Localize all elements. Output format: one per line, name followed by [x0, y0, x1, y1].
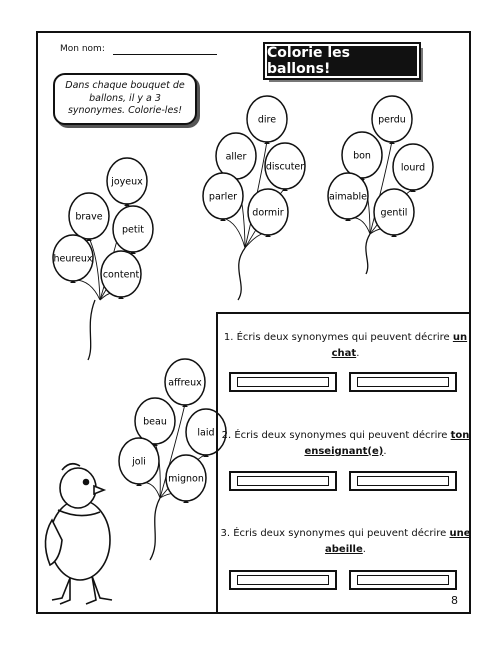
balloon-string	[347, 217, 371, 235]
balloon-string	[72, 279, 101, 301]
balloon-knot	[118, 296, 124, 299]
balloon-string	[244, 232, 269, 249]
question-1-subject: un chat	[331, 332, 468, 359]
balloon-word: affreux	[168, 378, 202, 389]
balloon-word: lourd	[401, 163, 425, 174]
bouquet-1: joyeux brave petit heureux content	[52, 157, 154, 361]
name-input-line[interactable]	[113, 54, 217, 55]
question-2-number: 2.	[221, 430, 232, 441]
bouquet-ribbon	[149, 497, 161, 561]
questions-panel: 1. Écris deux synonymes qui peuvent décr…	[216, 312, 471, 614]
name-label: Mon nom:	[60, 44, 105, 54]
balloon-knot	[282, 188, 288, 191]
balloon-knot	[265, 234, 271, 237]
balloon-knot	[389, 141, 395, 144]
balloon-gentil[interactable]: gentil	[373, 188, 415, 237]
question-3: 3. Écris deux synonymes qui peuvent décr…	[218, 526, 473, 557]
balloon-dire[interactable]: dire	[246, 95, 288, 144]
balloon-string	[88, 237, 101, 301]
balloon-lourd[interactable]: lourd	[392, 143, 434, 192]
balloon-string	[159, 403, 186, 499]
balloon-discuter[interactable]: discuter	[264, 142, 306, 191]
balloon-word: parler	[209, 192, 237, 203]
question-3-answer-2[interactable]	[349, 570, 457, 590]
balloon-brave[interactable]: brave	[68, 192, 110, 241]
question-3-number: 3.	[220, 528, 231, 539]
balloon-petit[interactable]: petit	[112, 205, 154, 254]
balloon-word: heureux	[53, 254, 92, 265]
balloon-knot	[86, 238, 92, 241]
balloon-word: laid	[197, 428, 214, 439]
balloon-knot	[182, 404, 188, 407]
question-1-number: 1.	[223, 332, 234, 343]
balloon-string	[222, 217, 246, 249]
question-1-answer-1[interactable]	[229, 372, 337, 392]
balloon-string	[244, 140, 268, 249]
balloon-string	[369, 140, 393, 235]
bird-illustration	[44, 462, 113, 605]
balloon-word: beau	[143, 417, 167, 428]
balloon-knot	[345, 218, 351, 221]
bouquet-2: dire aller discuter parler dormir	[202, 95, 306, 301]
question-1-answer-2[interactable]	[349, 372, 457, 392]
balloon-heureux[interactable]: heureux	[52, 234, 94, 283]
balloon-knot	[124, 203, 130, 206]
balloon-word: gentil	[381, 208, 408, 219]
balloon-joli[interactable]: joli	[118, 437, 160, 486]
question-2: 2. Écris deux synonymes qui peuvent décr…	[218, 428, 473, 459]
balloon-knot	[264, 141, 270, 144]
balloon-knot	[70, 280, 76, 283]
balloon-word: content	[103, 270, 140, 281]
balloon-knot	[391, 234, 397, 237]
balloon-knot	[203, 454, 209, 457]
balloon-word: mignon	[168, 474, 204, 485]
balloon-dormir[interactable]: dormir	[247, 188, 289, 237]
balloon-knot	[410, 189, 416, 192]
balloon-bon[interactable]: bon	[341, 131, 383, 180]
question-1: 1. Écris deux synonymes qui peuvent décr…	[218, 330, 473, 361]
balloon-string	[138, 482, 161, 499]
question-2-subject: ton enseignant(e)	[304, 430, 470, 457]
bouquet-ribbon	[87, 299, 96, 361]
balloon-word: brave	[75, 212, 102, 223]
balloon-parler[interactable]: parler	[202, 172, 244, 221]
question-3-subject: une abeille	[325, 528, 471, 555]
balloon-word: joli	[131, 457, 146, 468]
balloon-content[interactable]: content	[100, 250, 142, 299]
balloon-aimable[interactable]: aimable	[327, 172, 369, 221]
page-number: 8	[451, 594, 458, 607]
worksheet-border	[36, 31, 471, 614]
question-1-text: Écris deux synonymes qui peuvent décrire…	[236, 332, 468, 359]
balloon-knot	[220, 218, 226, 221]
balloon-perdu[interactable]: perdu	[371, 95, 413, 144]
question-2-answer-1[interactable]	[229, 471, 337, 491]
balloon-word: joyeux	[110, 177, 143, 188]
balloon-word: dormir	[252, 208, 283, 219]
bouquet-4: affreux beau laid joli mignon	[118, 358, 227, 561]
balloon-knot	[183, 500, 189, 503]
page-title: Colorie les ballons!	[263, 42, 421, 80]
balloon-affreux[interactable]: affreux	[164, 358, 206, 407]
balloon-word: perdu	[378, 115, 406, 126]
balloon-knot	[130, 251, 136, 254]
balloon-word: petit	[122, 225, 144, 236]
balloon-word: aimable	[329, 192, 367, 203]
balloon-word: bon	[353, 151, 371, 162]
bouquet-ribbon	[237, 247, 246, 301]
balloon-joyeux[interactable]: joyeux	[106, 157, 148, 206]
balloon-word: discuter	[266, 162, 304, 173]
question-3-answer-1[interactable]	[229, 570, 337, 590]
question-2-text: Écris deux synonymes qui peuvent décrire…	[234, 430, 470, 457]
balloon-mignon[interactable]: mignon	[165, 454, 207, 503]
balloon-word: dire	[258, 115, 276, 126]
bouquet-3: perdu bon lourd aimable gentil	[327, 95, 434, 275]
balloon-knot	[136, 483, 142, 486]
balloon-beau[interactable]: beau	[134, 397, 176, 446]
bouquet-ribbon	[365, 233, 371, 275]
instructions-box: Dans chaque bouquet de ballons, il y a 3…	[53, 73, 197, 125]
balloon-word: aller	[226, 152, 247, 163]
question-3-text: Écris deux synonymes qui peuvent décrire…	[233, 528, 471, 555]
question-2-answer-2[interactable]	[349, 471, 457, 491]
